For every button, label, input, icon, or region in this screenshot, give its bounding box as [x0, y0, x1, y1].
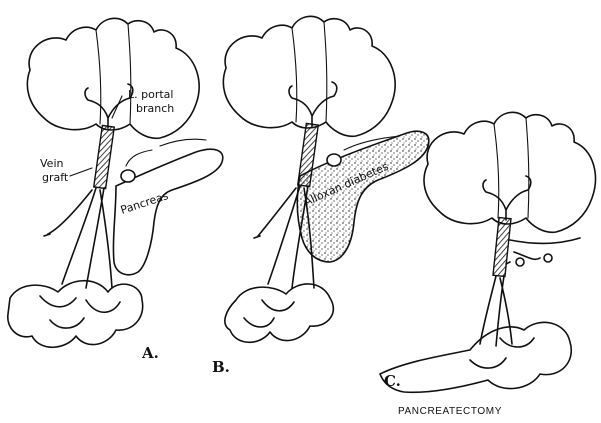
panel-a-pancreas	[112, 148, 224, 276]
panel-a-intestine	[7, 280, 144, 349]
panel-b-intestine	[224, 283, 335, 344]
panel-a-portal-leader	[111, 95, 123, 119]
panel-c-liver	[423, 111, 597, 234]
panel-label-a: A.	[141, 344, 159, 362]
panel-a-liver-fissure	[95, 29, 102, 125]
panel-label-c: C.	[384, 372, 401, 390]
label-portal-line1: L. portal	[128, 88, 173, 101]
panel-c-drawing	[379, 111, 597, 394]
panel-c-vessels	[479, 237, 581, 347]
panel-b-liver	[222, 15, 396, 138]
label-portal-line2: branch	[136, 102, 174, 115]
panel-a-vessels	[43, 187, 113, 289]
panel-b-spleen-node	[326, 153, 342, 167]
panel-a-liver	[26, 17, 200, 140]
label-vein-line2: graft	[42, 171, 69, 184]
panel-a-vein-leader	[69, 167, 93, 177]
panel-c-portal-branch	[482, 175, 532, 221]
panel-a-spleen-node	[120, 169, 136, 183]
panel-b-portal-branch	[288, 81, 338, 127]
panel-b-drawing	[222, 15, 430, 344]
panel-label-b: B.	[212, 358, 230, 376]
label-vein-line1: Vein	[40, 157, 63, 170]
panel-a-drawing	[7, 17, 224, 349]
caption-pancreatectomy: PANCREATECTOMY	[398, 406, 502, 417]
panel-a-vein-graft	[92, 124, 116, 190]
panel-c-vein-graft	[492, 216, 512, 278]
panel-c-intestine	[379, 321, 573, 394]
